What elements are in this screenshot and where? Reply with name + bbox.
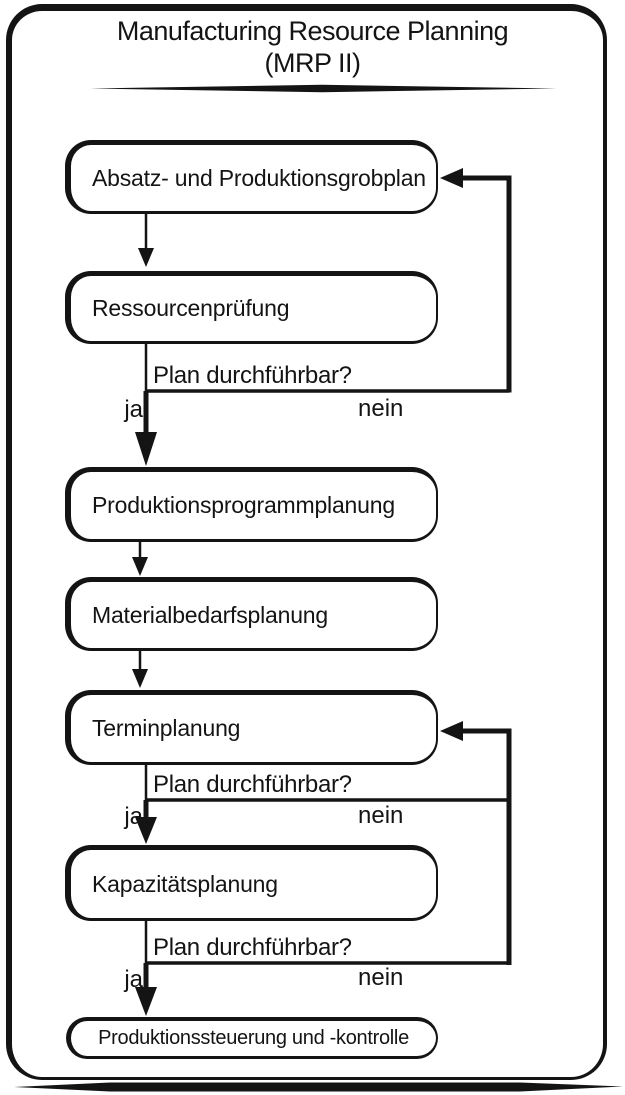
frame-bottom-rule — [14, 1082, 623, 1092]
arrowhead-programm-to-material — [132, 557, 148, 576]
decision1-question: Plan durchführbar? — [153, 362, 352, 389]
node-absatz-und-produktionsgrobplan: Absatz- und Produktionsgrobplan — [65, 140, 438, 214]
decision2-ja-label: ja — [124, 803, 143, 830]
node-label: Ressourcenprüfung — [92, 295, 290, 321]
decision2-ja-arrowhead — [135, 817, 157, 844]
decision2-nein-label: nein — [358, 802, 404, 829]
node-label: Produktionsprogrammplanung — [92, 492, 395, 518]
decision1-ja-label: ja — [124, 396, 143, 423]
feedback-loop2-line — [456, 728, 512, 965]
decision3-ja-label: ja — [124, 966, 143, 993]
decision3-nein-label: nein — [358, 964, 404, 991]
node-materialbedarfsplanung: Materialbedarfsplanung — [65, 577, 438, 651]
arrowhead-absatz-to-ressourcen — [138, 248, 154, 267]
node-label: Materialbedarfsplanung — [92, 601, 328, 628]
decision1-ja-arrowhead — [135, 432, 157, 466]
decision3-question: Plan durchführbar? — [153, 934, 352, 961]
feedback-loop1-arrowhead — [440, 168, 463, 188]
diagram-outer-frame — [6, 4, 607, 1080]
node-ressourcenpruefung: Ressourcenprüfung — [65, 271, 438, 344]
decision1-nein-label: nein — [358, 395, 404, 422]
decision2-question: Plan durchführbar? — [153, 771, 352, 798]
feedback-loop2-arrowhead — [440, 721, 463, 741]
node-label: Produktionssteuerung und -kontrolle — [98, 1027, 409, 1049]
node-produktionsprogrammplanung: Produktionsprogrammplanung — [65, 467, 438, 542]
node-label: Kapazitätsplanung — [92, 870, 278, 897]
node-label: Absatz- und Produktionsgrobplan — [92, 164, 426, 191]
diagram-title: Manufacturing Resource Planning — [116, 16, 509, 46]
arrowhead-material-to-termin — [132, 669, 148, 688]
feedback-loop1-line — [456, 175, 512, 393]
node-produktionssteuerung-und-kontrolle: Produktionssteuerung und -kontrolle — [66, 1017, 438, 1059]
node-terminplanung: Terminplanung — [65, 690, 438, 765]
title-separator-line — [90, 84, 557, 93]
node-kapazitaetsplanung: Kapazitätsplanung — [65, 845, 438, 921]
decision3-ja-arrowhead — [135, 987, 157, 1016]
node-label: Terminplanung — [92, 715, 241, 741]
diagram-subtitle: (MRP II) — [264, 48, 362, 78]
